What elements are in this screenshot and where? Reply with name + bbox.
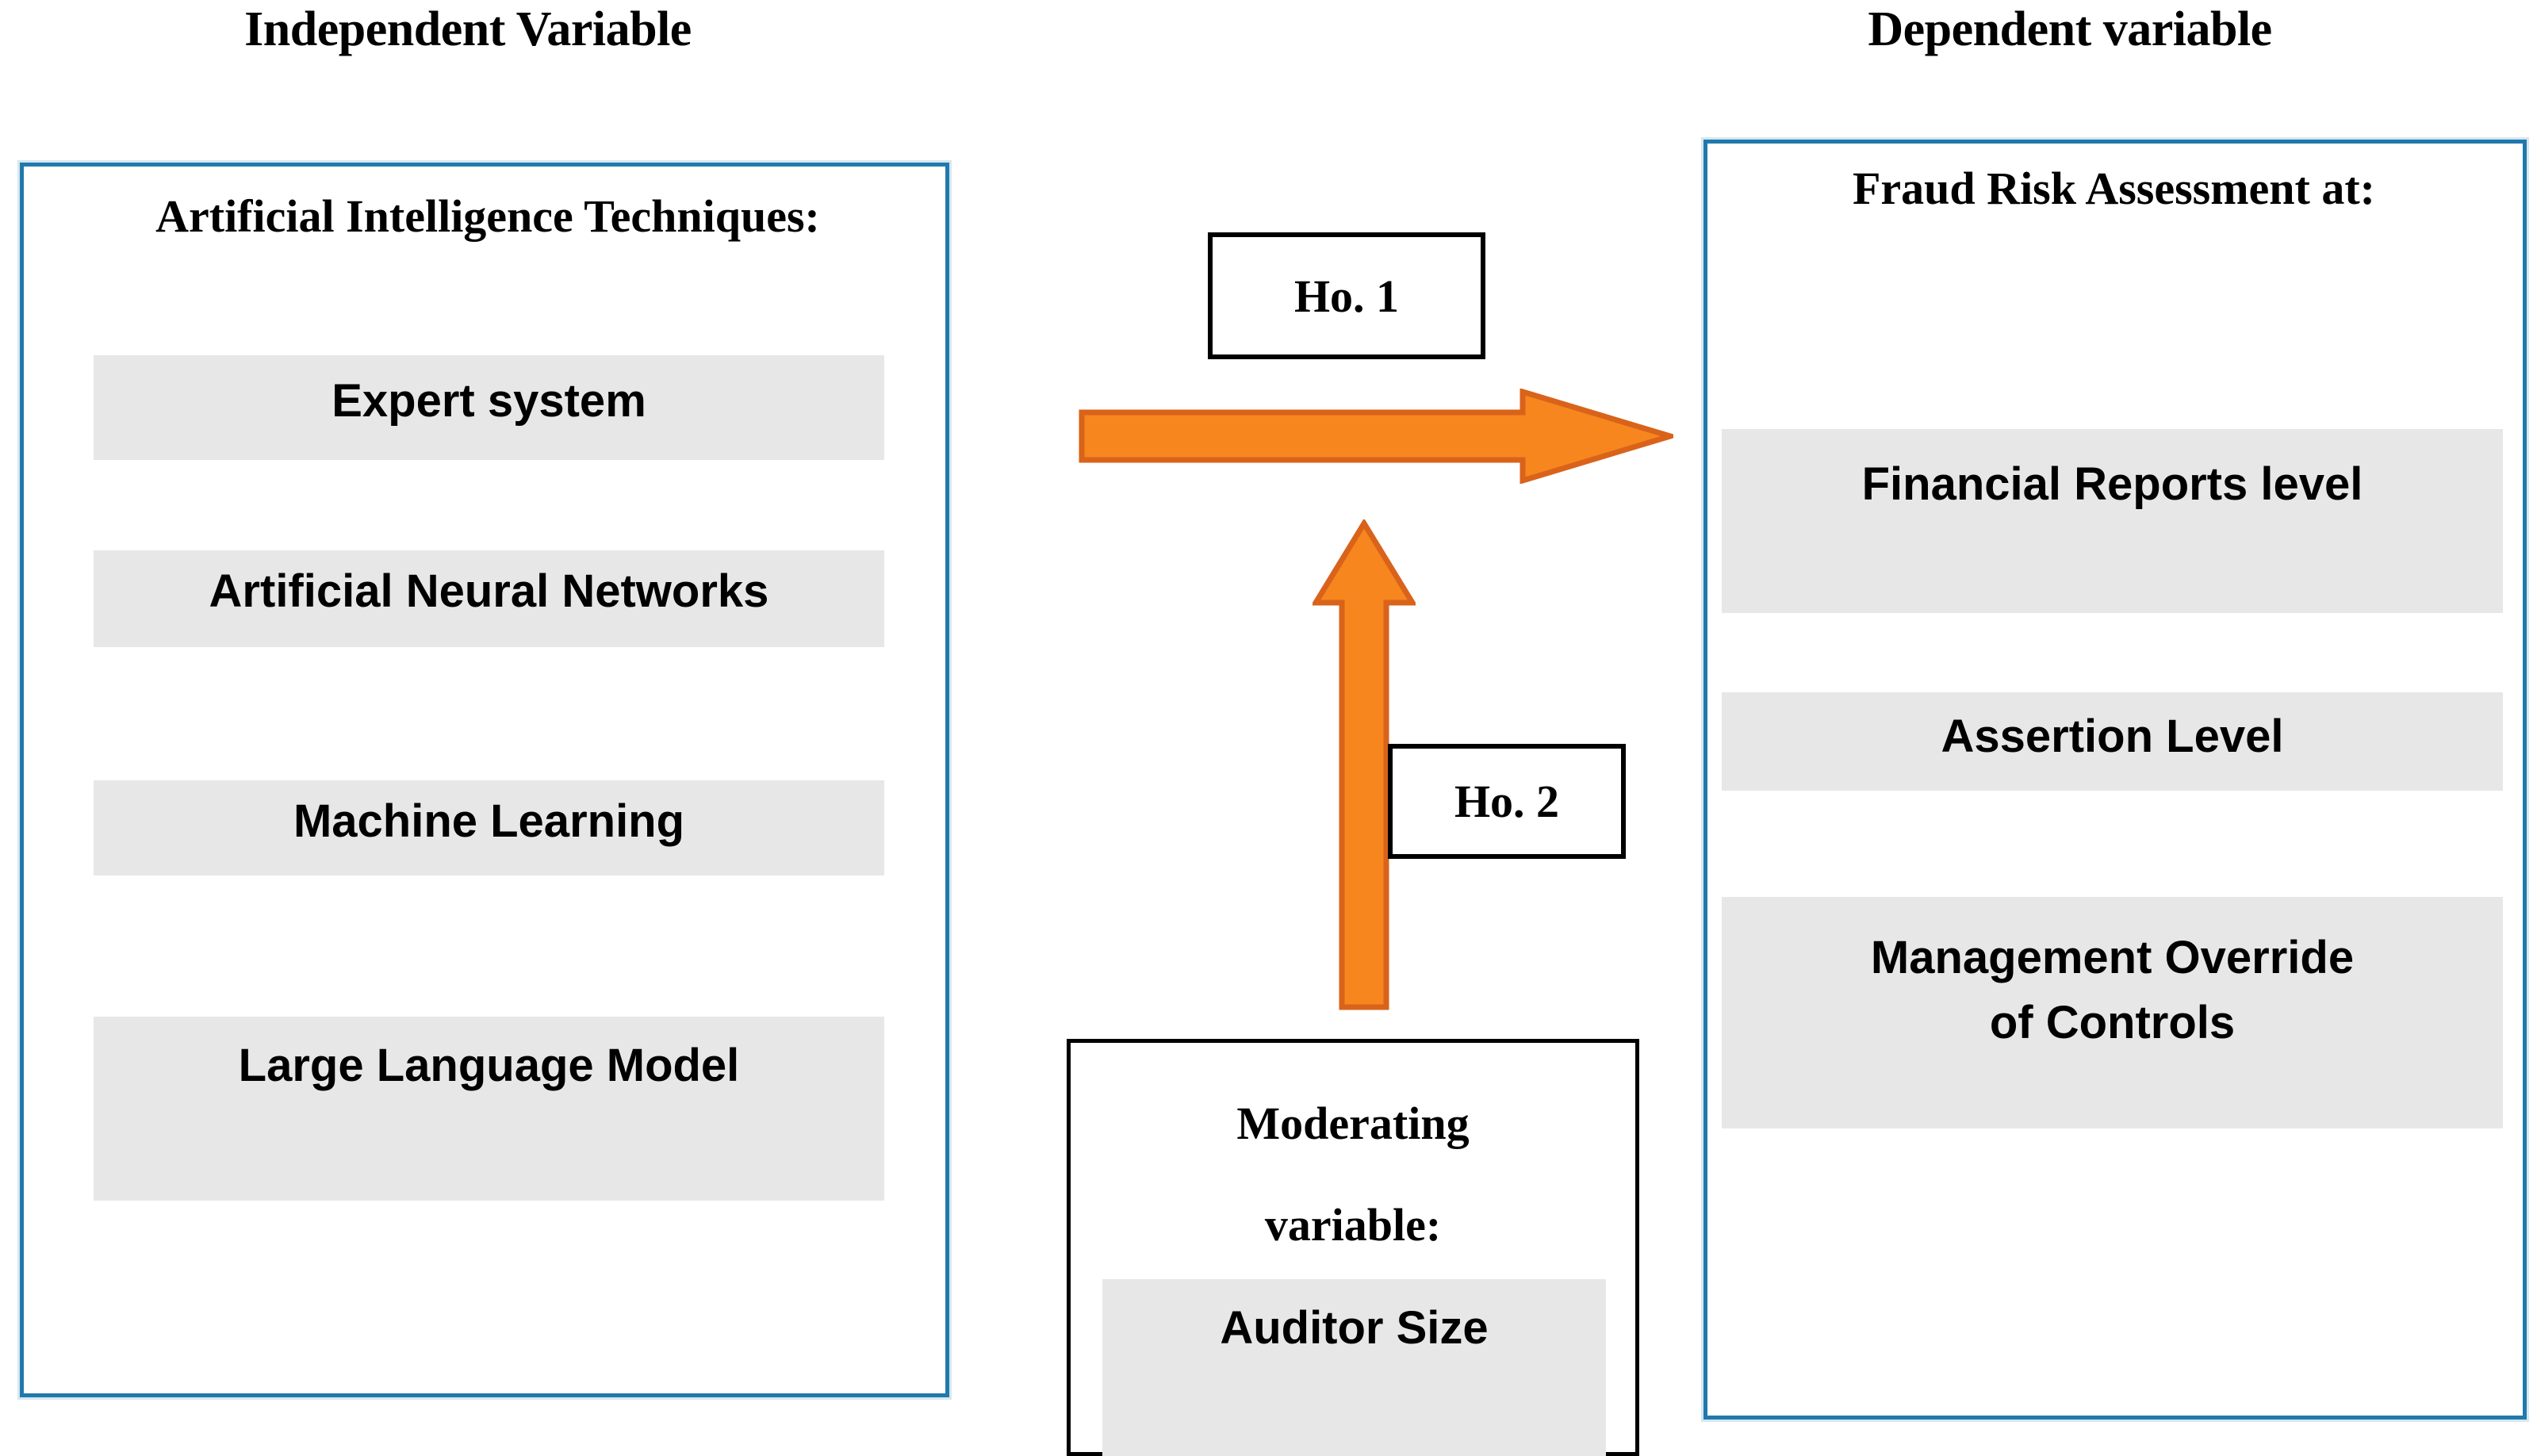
moderating-variable-title-line1: Moderating <box>1236 1098 1470 1149</box>
up-arrow-icon <box>1313 519 1416 1010</box>
chip-auditor-size-label: Auditor Size <box>1220 1302 1489 1354</box>
chip-expert-system-label: Expert system <box>331 375 646 427</box>
chip-management-override-label-line1: Management Override <box>1870 932 2355 983</box>
chip-machine-learning[interactable]: Machine Learning <box>94 780 884 876</box>
dependent-variable-heading: Dependent variable <box>1868 2 2272 56</box>
moderating-variable-container: Moderating variable: Auditor Size <box>1067 1039 1639 1456</box>
independent-variable-heading: Independent Variable <box>244 2 692 56</box>
fraud-risk-assessment-title: Fraud Risk Assessment at: <box>1853 163 2375 214</box>
chip-financial-reports-level[interactable]: Financial Reports level <box>1722 429 2503 613</box>
chip-expert-system[interactable]: Expert system <box>94 355 884 460</box>
ai-techniques-title: Artificial Intelligence Techniques: <box>155 190 820 242</box>
chip-large-language-model[interactable]: Large Language Model <box>94 1017 884 1201</box>
chip-artificial-neural-networks[interactable]: Artificial Neural Networks <box>94 550 884 647</box>
moderating-variable-title-line2: variable: <box>1264 1198 1442 1251</box>
chip-management-override-label-line2: of Controls <box>1989 997 2236 1049</box>
hypothesis-1-label: Ho. 1 <box>1208 232 1485 359</box>
chip-large-language-model-label: Large Language Model <box>238 1040 740 1091</box>
chip-financial-reports-level-label: Financial Reports level <box>1861 458 2363 510</box>
chip-assertion-level[interactable]: Assertion Level <box>1722 692 2503 791</box>
chip-management-override-of-controls[interactable]: Management Override of Controls <box>1722 897 2503 1128</box>
chip-artificial-neural-networks-label: Artificial Neural Networks <box>209 565 769 617</box>
chip-machine-learning-label: Machine Learning <box>293 795 685 847</box>
chip-assertion-level-label: Assertion Level <box>1941 711 2284 762</box>
right-arrow-icon <box>1079 389 1673 484</box>
moderating-variable-title: Moderating variable: <box>1071 1073 1635 1275</box>
hypothesis-2-label: Ho. 2 <box>1388 744 1626 859</box>
independent-variable-container: Artificial Intelligence Techniques: Expe… <box>20 163 949 1397</box>
dependent-variable-container: Fraud Risk Assessment at: Financial Repo… <box>1703 140 2527 1420</box>
chip-auditor-size[interactable]: Auditor Size <box>1102 1279 1606 1456</box>
